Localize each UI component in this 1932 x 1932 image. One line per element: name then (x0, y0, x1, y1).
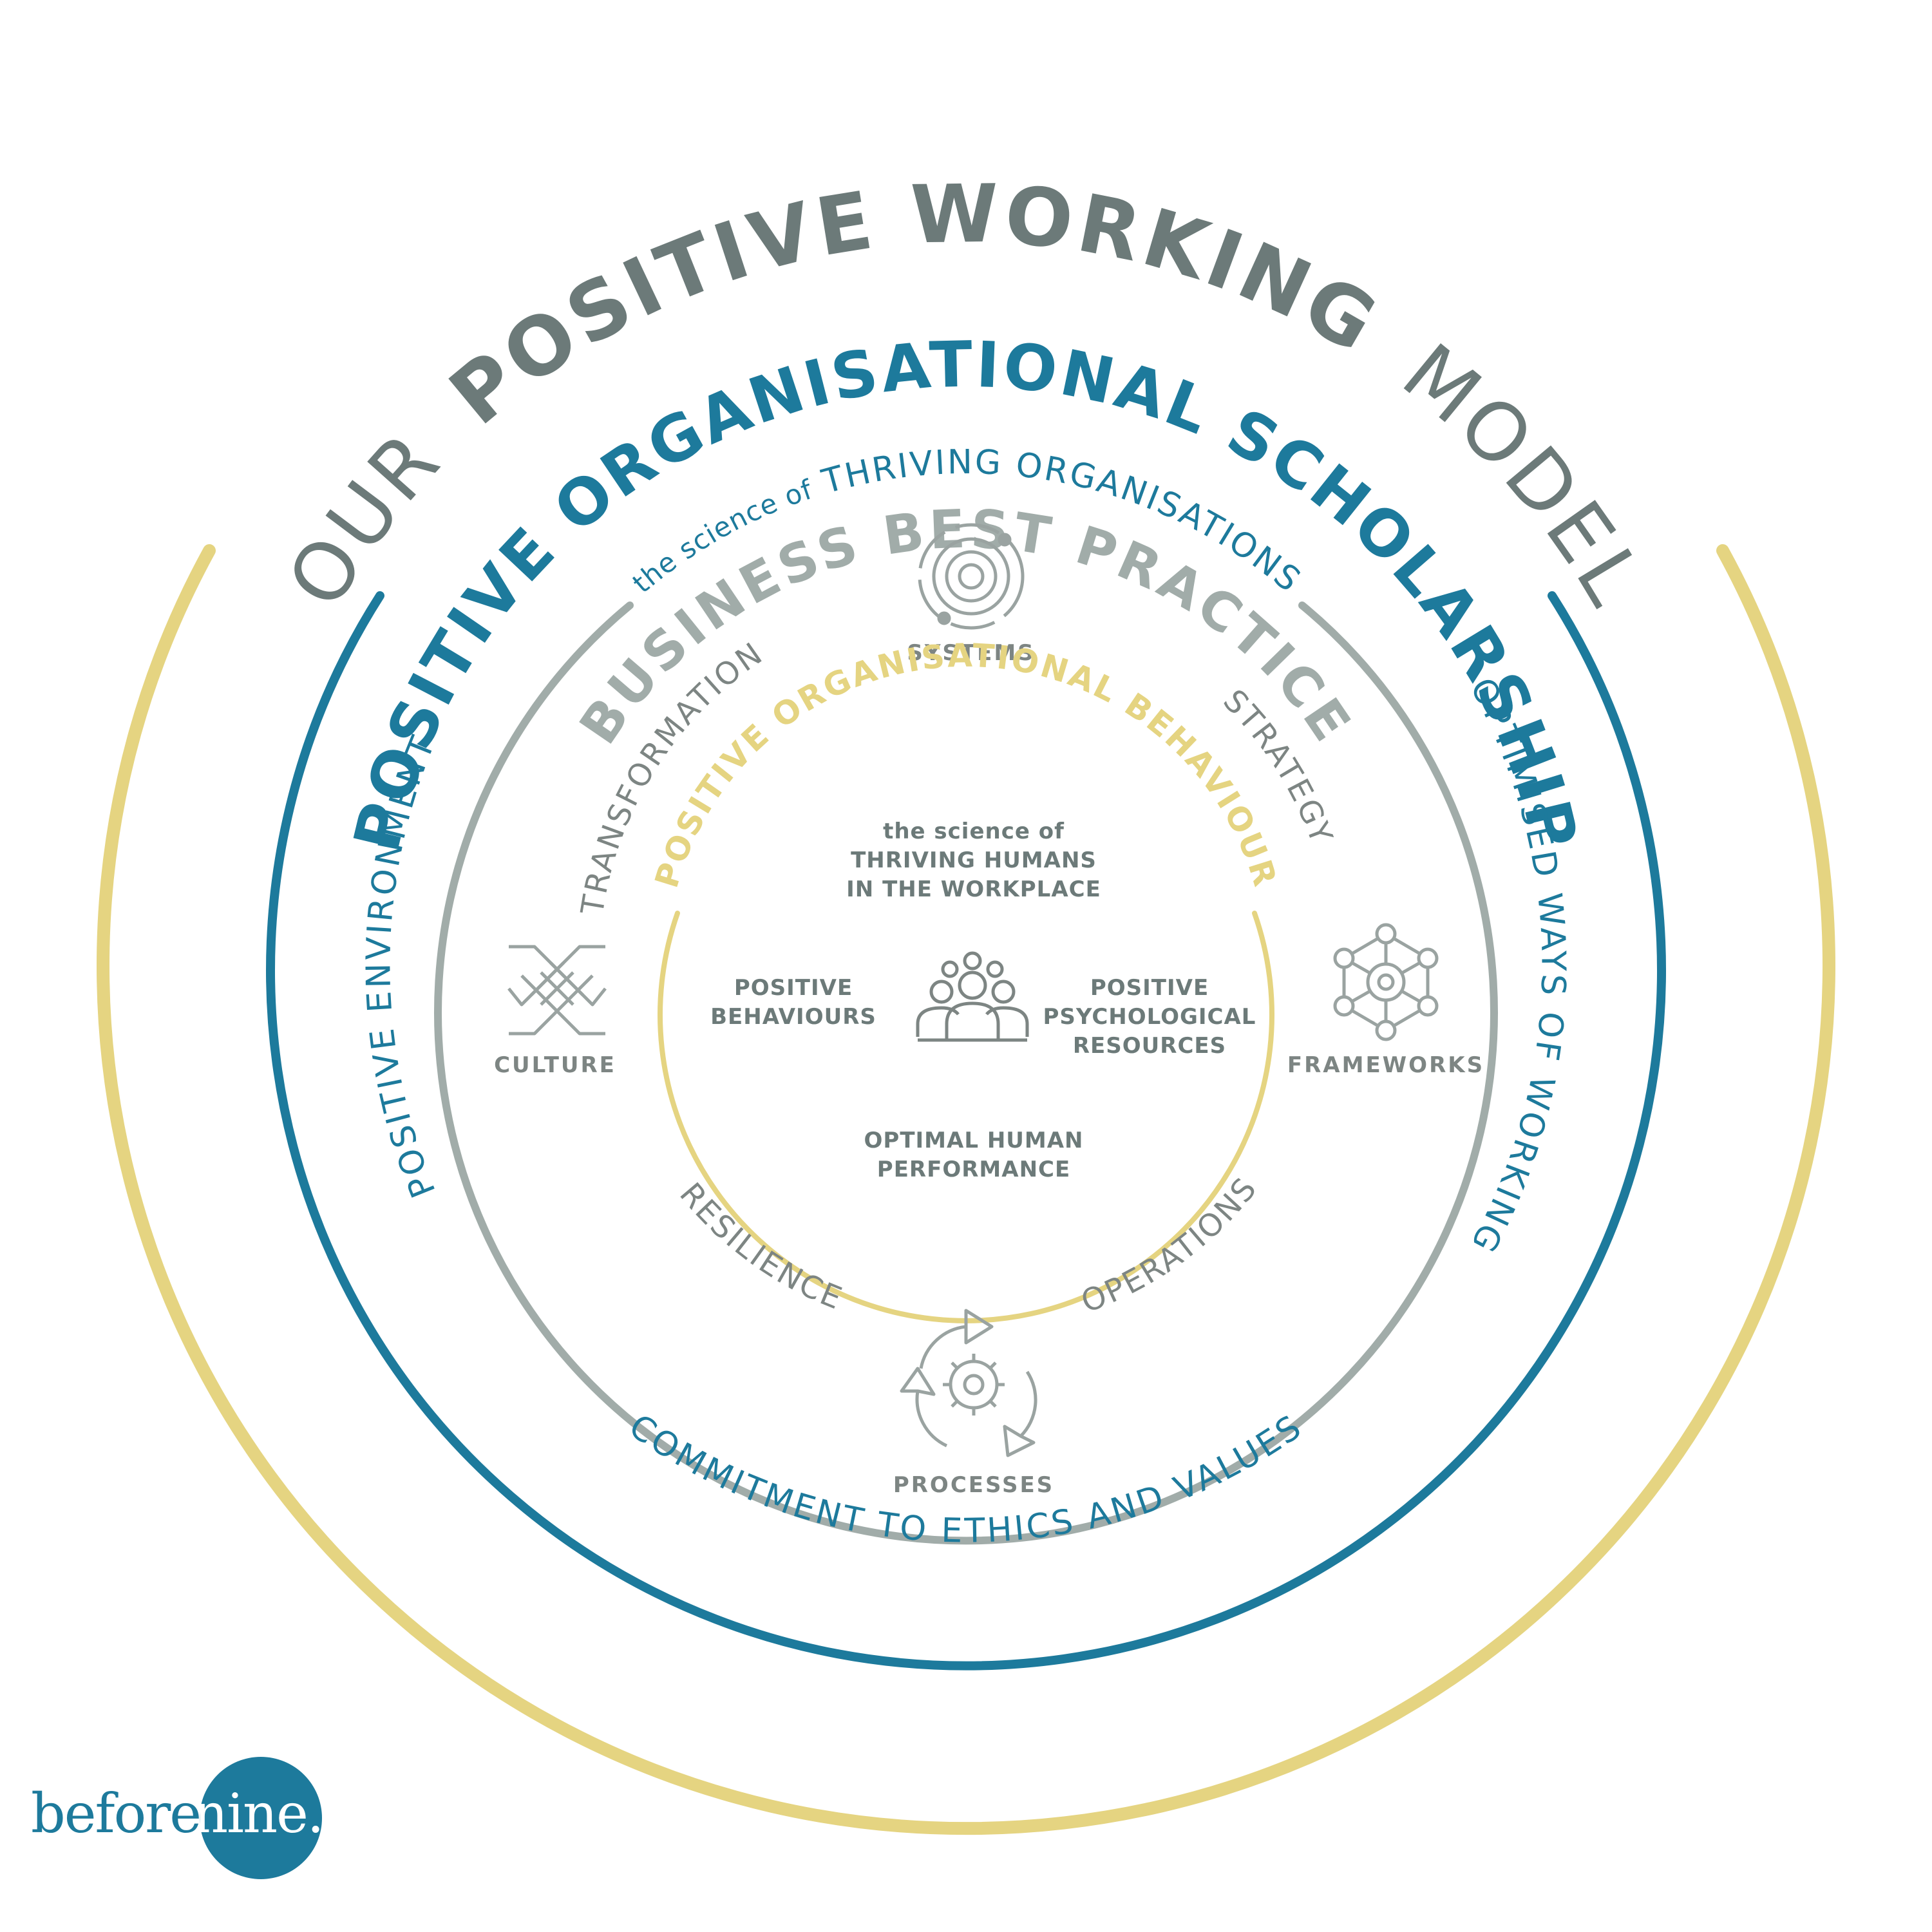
orbit-icon (918, 523, 1025, 630)
people-group-icon (916, 951, 1029, 1042)
positive-behaviours-line2: BEHAVIOURS (710, 1004, 876, 1030)
operations-label: OPERATIONS (1076, 1170, 1265, 1320)
inner-left-text: POSITIVE BEHAVIOURS (710, 975, 876, 1030)
outer-gold-ring (97, 544, 1835, 1835)
teal-ring (266, 591, 1666, 1671)
logo-before: before (31, 1782, 200, 1845)
inner-science-line3: IN THE WORKPLACE (846, 876, 1101, 902)
logo-nine: nine. (193, 1782, 323, 1845)
inner-bottom-text: OPTIMAL HUMAN PERFORMANCE (864, 1128, 1084, 1182)
inner-right-text: POSITIVE PSYCHOLOGICAL RESOURCES (1043, 975, 1256, 1059)
inner-science-line1: the science of (883, 819, 1065, 844)
handshake-icon (507, 945, 607, 1036)
culture-label: CULTURE (494, 1052, 616, 1078)
positive-behaviours-line1: POSITIVE (734, 975, 853, 1001)
optimal-performance-line1: OPTIMAL HUMAN (864, 1128, 1084, 1153)
resilience-label: RESILIENCE (672, 1176, 848, 1317)
beforenine-logo: before nine. (31, 1757, 324, 1879)
optimal-performance-line2: PERFORMANCE (877, 1157, 1070, 1182)
ppr-line1: POSITIVE (1090, 975, 1209, 1001)
inner-science-text: the science of THRIVING HUMANS IN THE WO… (846, 819, 1101, 902)
systems-label: SYSTEMS (907, 640, 1035, 666)
inner-science-line2: THRIVING HUMANS (851, 848, 1097, 873)
ppr-line2: PSYCHOLOGICAL (1043, 1004, 1256, 1030)
gray-ring (434, 601, 1498, 1545)
processes-label: PROCESSES (893, 1472, 1054, 1498)
logo-circle (200, 1757, 322, 1879)
network-gear-icon (1333, 923, 1439, 1041)
cycle-gear-icon (900, 1309, 1037, 1457)
ppr-line3: RESOURCES (1073, 1033, 1226, 1059)
frameworks-label: FRAMEWORKS (1287, 1052, 1484, 1078)
title-our: OUR (270, 413, 460, 623)
